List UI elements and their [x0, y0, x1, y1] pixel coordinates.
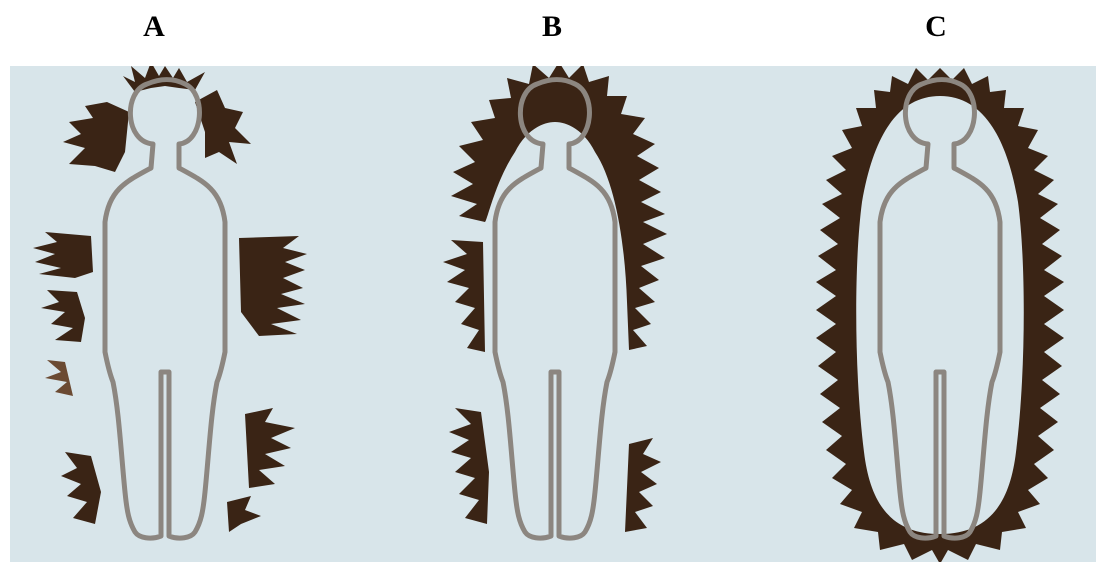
aura-illustration-svg — [10, 66, 1096, 562]
panel-label-a: A — [124, 10, 184, 44]
aura-b — [443, 66, 667, 532]
figure-c — [816, 68, 1064, 562]
figure-a — [33, 66, 307, 538]
aura-illustration — [10, 66, 1096, 562]
aura-c — [816, 68, 1064, 562]
panel-label-c: C — [906, 10, 966, 44]
panel-label-b: B — [522, 10, 582, 44]
figure-b — [443, 66, 667, 538]
body-outline-c — [880, 80, 1000, 539]
